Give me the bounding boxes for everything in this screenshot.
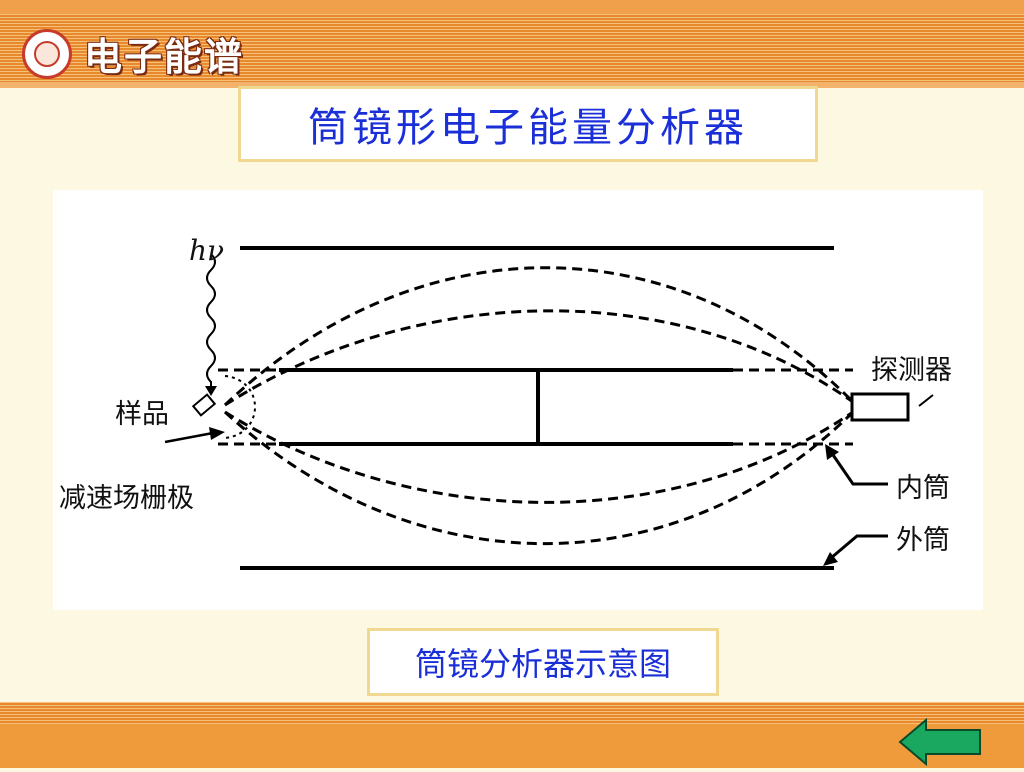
outer-cylinder-arrowhead bbox=[823, 552, 838, 566]
detector-pointer bbox=[918, 394, 934, 407]
logo-text: 电子能谱 bbox=[84, 35, 245, 79]
grid-label: 减速场栅极 bbox=[59, 483, 194, 514]
trajectory-lower-inner bbox=[224, 410, 854, 504]
photon-arrowhead bbox=[205, 386, 217, 396]
back-arrow-icon[interactable] bbox=[896, 716, 986, 768]
photon-wave bbox=[206, 253, 216, 392]
back-button[interactable] bbox=[896, 716, 986, 768]
diagram-caption: 筒镜分析器示意图 bbox=[414, 645, 671, 683]
grid-pointer-line bbox=[164, 431, 214, 444]
detector-box bbox=[850, 392, 910, 422]
university-seal-icon bbox=[22, 28, 72, 79]
trajectory-upper-outer bbox=[223, 266, 855, 407]
detector-label: 探测器 bbox=[871, 355, 952, 386]
retarding-grid bbox=[224, 375, 256, 439]
logo: 电子能谱 bbox=[22, 26, 244, 81]
inner-cylinder-arrowhead bbox=[825, 444, 839, 460]
sample-block bbox=[191, 393, 217, 417]
cma-diagram: hν 样品 减速场栅极 探测器 内筒 外筒 bbox=[53, 190, 983, 610]
photon-label: hν bbox=[189, 234, 225, 267]
outer-cylinder-pointer bbox=[830, 534, 888, 560]
header-stripes bbox=[0, 14, 1024, 82]
trajectory-lower-outer bbox=[223, 410, 855, 546]
cma-diagram-graphic bbox=[164, 246, 934, 570]
inner-cylinder-label: 内筒 bbox=[896, 473, 950, 504]
inner-cylinder-pointer bbox=[829, 451, 888, 486]
title-box: 筒镜形电子能量分析器 bbox=[238, 86, 818, 162]
footer-bar bbox=[0, 724, 1024, 768]
caption-box: 筒镜分析器示意图 bbox=[367, 628, 719, 696]
footer-stripes bbox=[0, 702, 1024, 724]
page-title: 筒镜形电子能量分析器 bbox=[308, 105, 748, 151]
header-edge bbox=[0, 82, 1024, 88]
outer-cylinder-label: 外筒 bbox=[896, 525, 950, 556]
sample-label: 样品 bbox=[115, 399, 169, 430]
grid-pointer-arrowhead bbox=[209, 427, 225, 440]
